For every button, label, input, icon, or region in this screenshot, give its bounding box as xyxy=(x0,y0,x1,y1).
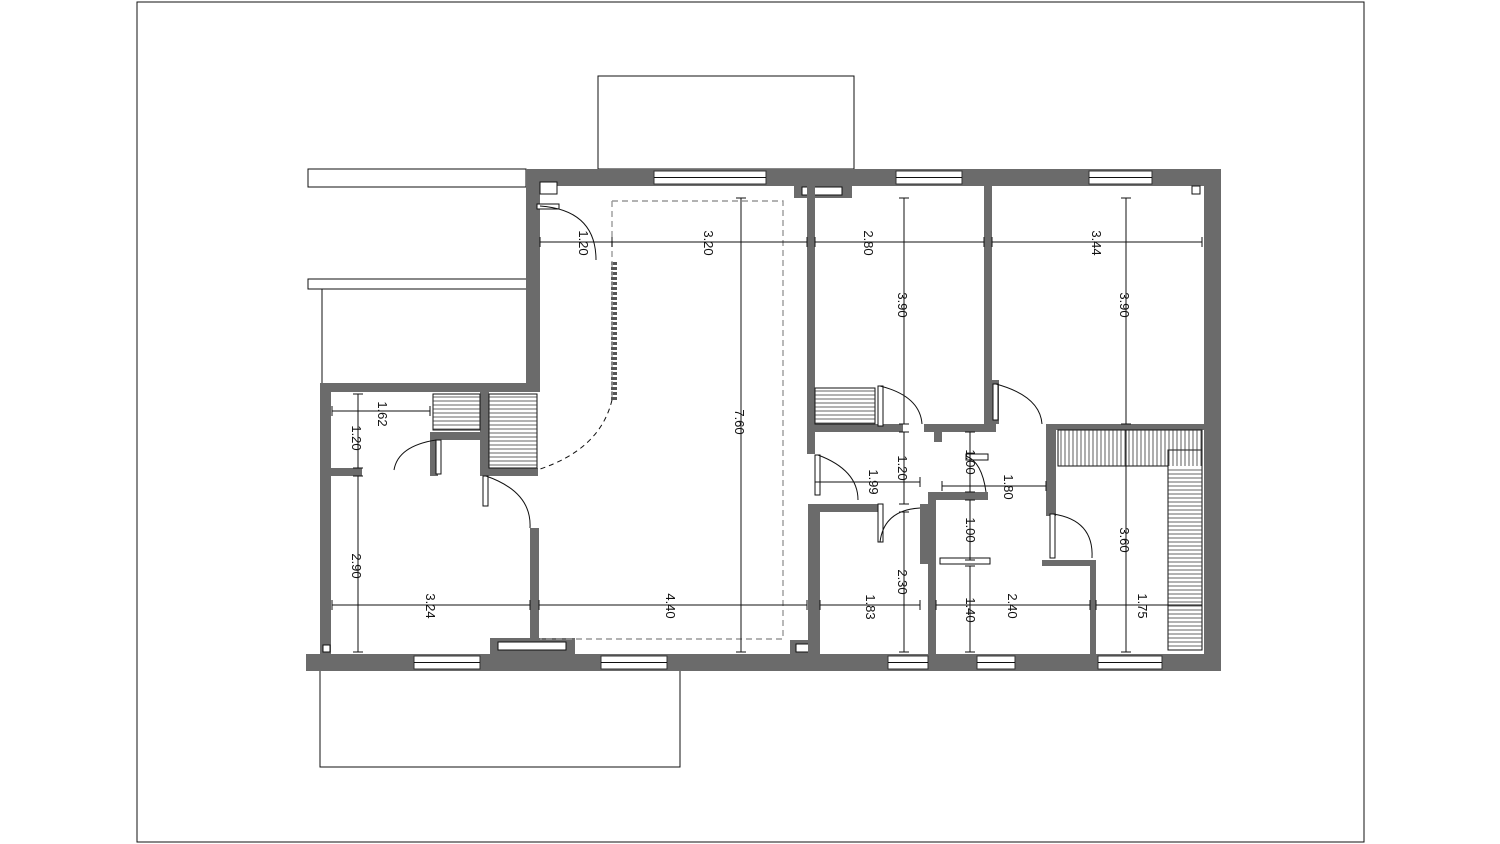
dim-wc-width: 1.40 xyxy=(963,597,978,622)
stair-hatching xyxy=(433,390,1202,647)
radiator-fin xyxy=(611,277,617,280)
radiator-fin xyxy=(611,327,617,330)
radiator-fin xyxy=(611,347,617,350)
radiator-fin xyxy=(611,382,617,385)
radiator-fin xyxy=(611,322,617,325)
radiator-fin xyxy=(611,397,617,400)
dim-bedroom2-height: 3.90 xyxy=(1117,292,1132,317)
dim-living-width: 3.20 xyxy=(701,230,716,255)
dim-bath-width: 1.62 xyxy=(375,401,390,426)
dim-hall-height1: 1.00 xyxy=(963,449,978,474)
radiator-fin xyxy=(611,337,617,340)
radiator-fin xyxy=(611,357,617,360)
radiator-fin xyxy=(611,372,617,375)
dim-hall-height2: 1.00 xyxy=(963,517,978,542)
dim-kitchen-height: 2.90 xyxy=(349,553,364,578)
radiator-fin xyxy=(611,317,617,320)
radiator-fin xyxy=(611,272,617,275)
dim-entry-width: 1.20 xyxy=(576,230,591,255)
interior-walls xyxy=(320,186,1204,654)
dim-balcony-width: 1.75 xyxy=(1135,593,1150,618)
dim-bedroom1-height: 3.90 xyxy=(895,292,910,317)
radiator-fin xyxy=(611,332,617,335)
dim-bedroom1-width: 2.80 xyxy=(861,230,876,255)
radiator-fin xyxy=(611,287,617,290)
radiator-fin xyxy=(611,367,617,370)
radiator-fin xyxy=(611,267,617,270)
radiator-fin xyxy=(611,362,617,365)
dim-closet-width: 1.99 xyxy=(866,469,881,494)
dim-bath-height: 1.20 xyxy=(349,425,364,450)
radiator-fin xyxy=(611,342,617,345)
dim-bedroom2-width: 3.44 xyxy=(1089,230,1104,255)
dim-room3-width: 1.83 xyxy=(863,594,878,619)
dim-hall-width: 1.20 xyxy=(895,455,910,480)
radiator xyxy=(611,262,617,400)
dim-hall-width2: 1.80 xyxy=(1001,474,1016,499)
windows xyxy=(413,170,1163,670)
radiator-fin xyxy=(611,352,617,355)
dimension-lines xyxy=(331,197,1203,653)
radiator-fin xyxy=(611,392,617,395)
sheet-frame xyxy=(136,1,1365,843)
radiator-fin xyxy=(611,292,617,295)
radiator-fin xyxy=(611,262,617,265)
radiator-fin xyxy=(611,312,617,315)
radiator-fin xyxy=(611,377,617,380)
bottom-balcony xyxy=(319,669,681,768)
mid-left-ledge xyxy=(307,278,529,290)
dim-kitchen-width: 3.24 xyxy=(423,593,438,618)
top-left-ledge xyxy=(307,168,527,188)
radiator-fin xyxy=(611,282,617,285)
doors xyxy=(393,203,1093,565)
radiator-fin xyxy=(611,297,617,300)
radiator-fin xyxy=(611,387,617,390)
dim-room3-height: 2.30 xyxy=(895,569,910,594)
dim-room4-width: 2.40 xyxy=(1005,593,1020,618)
dim-room4-height: 3.60 xyxy=(1117,527,1132,552)
dimension-labels: 1.20 3.20 2.80 3.44 3.90 3.90 7.60 1.62 … xyxy=(349,230,1150,622)
living-area-outline xyxy=(540,200,784,640)
top-balcony xyxy=(597,75,855,170)
radiator-fin xyxy=(611,307,617,310)
radiator-fin xyxy=(611,302,617,305)
dim-living-height: 7.60 xyxy=(732,409,747,434)
dim-living-width2: 4.40 xyxy=(663,593,678,618)
